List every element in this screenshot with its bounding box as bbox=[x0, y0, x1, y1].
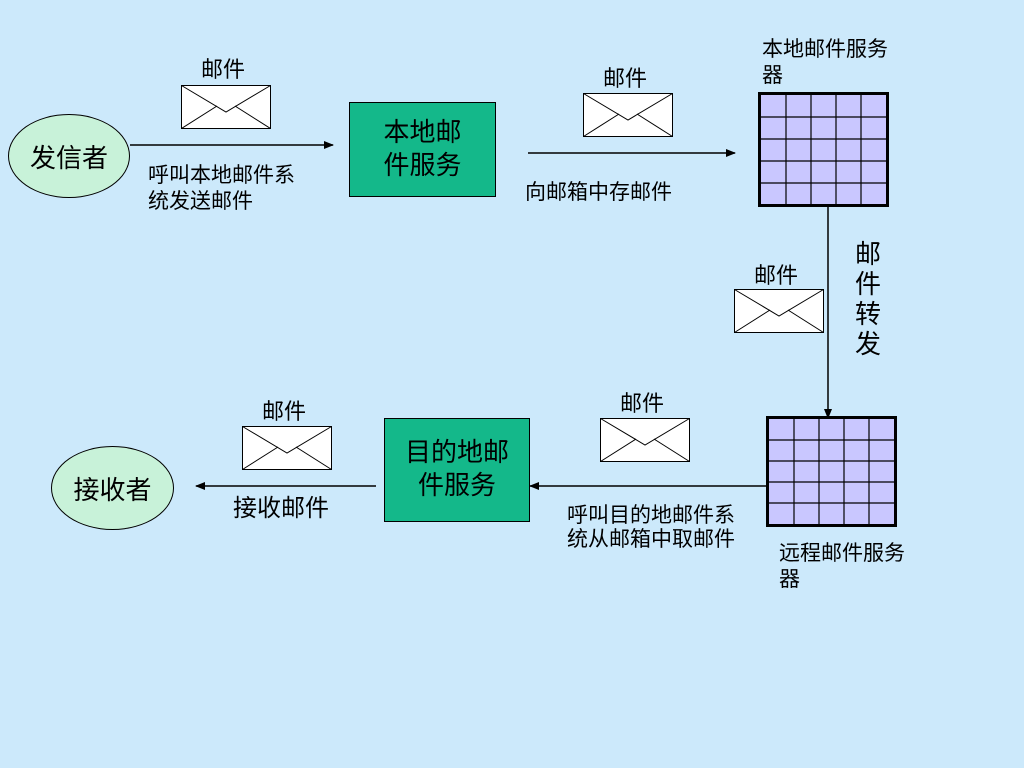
local-mail-service-label: 本地邮件服务 bbox=[383, 117, 462, 181]
local-mail-service-box: 本地邮件服务 bbox=[349, 102, 496, 197]
envelope-3-label: 邮件 bbox=[754, 264, 799, 289]
envelope-icon bbox=[600, 418, 690, 462]
envelope-icon bbox=[583, 93, 673, 137]
destination-mail-service-label: 目的地邮件服务 bbox=[404, 438, 509, 501]
remote-mail-server-label: 远程邮件服务器 bbox=[779, 541, 905, 591]
send-call-label: 呼叫本地邮件系统发送邮件 bbox=[148, 163, 295, 213]
server-grid-icon bbox=[761, 95, 886, 204]
remote-mail-server-icon bbox=[766, 416, 897, 527]
fetch-call-label: 呼叫目的地邮件系统从邮箱中取邮件 bbox=[567, 503, 735, 551]
receiver-label: 接收者 bbox=[73, 475, 152, 506]
envelope-5-label: 邮件 bbox=[262, 400, 307, 425]
envelope-4-label: 邮件 bbox=[620, 392, 665, 417]
store-in-mailbox-label: 向邮箱中存邮件 bbox=[525, 180, 672, 204]
envelope-icon bbox=[242, 426, 332, 470]
sender-node: 发信者 bbox=[8, 114, 130, 198]
envelope-1-label: 邮件 bbox=[201, 58, 246, 83]
local-mail-server-label: 本地邮件服务器 bbox=[762, 37, 888, 87]
destination-mail-service-box: 目的地邮件服务 bbox=[384, 418, 530, 522]
forward-label: 邮件转发 bbox=[855, 240, 882, 360]
envelope-icon bbox=[734, 289, 824, 333]
server-grid-icon bbox=[769, 419, 894, 524]
sender-label: 发信者 bbox=[29, 143, 108, 174]
envelope-2-label: 邮件 bbox=[603, 67, 648, 92]
envelope-icon bbox=[181, 85, 271, 129]
receiver-node: 接收者 bbox=[51, 446, 174, 530]
receive-label: 接收邮件 bbox=[233, 494, 329, 522]
local-mail-server-icon bbox=[758, 92, 889, 207]
